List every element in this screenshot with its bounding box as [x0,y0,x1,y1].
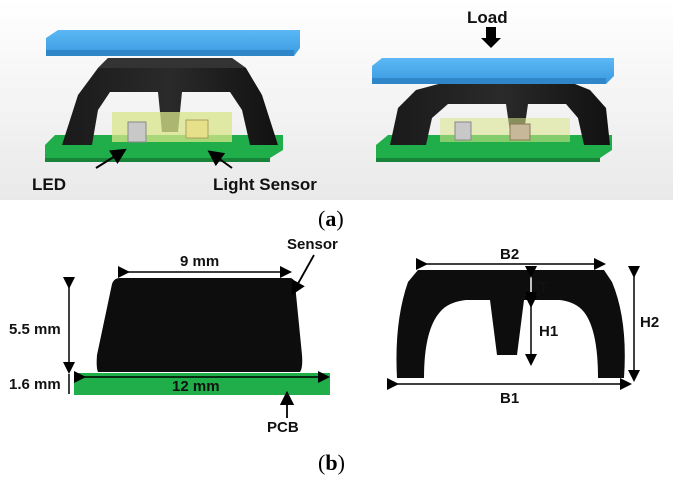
render-loaded [372,58,614,162]
light-sensor-pointer [207,150,233,169]
sensor-body-side [96,278,303,372]
caption-a: (a) [318,206,344,231]
light-sensor-component-right [509,123,531,141]
t-label: T [539,279,548,296]
load-arrow [481,27,501,48]
pcb-height-label: 1.6 mm [9,376,61,393]
led-pointer [95,148,127,169]
sensor-height-label: 5.5 mm [9,321,61,338]
b2-label: B2 [500,246,519,263]
h2-label: H2 [640,314,659,331]
panel-b-side-view: 9 mm Sensor 5.5 mm 1.6 mm 12 mm PCB [9,236,338,436]
led-component-right [454,121,472,141]
light-sensor-label: Light Sensor [213,175,317,194]
caption-b: (b) [318,450,345,475]
h1-label: H1 [539,323,558,340]
sensor-label: Sensor [287,236,338,253]
sensor-pointer [291,254,315,296]
sensor-housing-left [62,58,278,145]
load-label: Load [467,8,508,27]
led-label: LED [32,175,66,194]
light-sensor-component-left [185,119,209,139]
pcb-width-label: 12 mm [172,378,220,395]
top-plate-right [372,58,614,84]
panel-b-cross-section: B2 T H1 H2 B1 [387,246,659,407]
top-plate-left [46,30,300,56]
b1-label: B1 [500,390,519,407]
panel-a: Load LED Light Sensor [0,0,673,200]
top-width-label: 9 mm [180,253,219,270]
led-component-left [127,121,147,143]
render-unloaded [45,30,300,162]
sensor-cross-section [396,270,625,378]
pcb-label: PCB [267,419,299,436]
sensor-housing-right [390,82,610,145]
